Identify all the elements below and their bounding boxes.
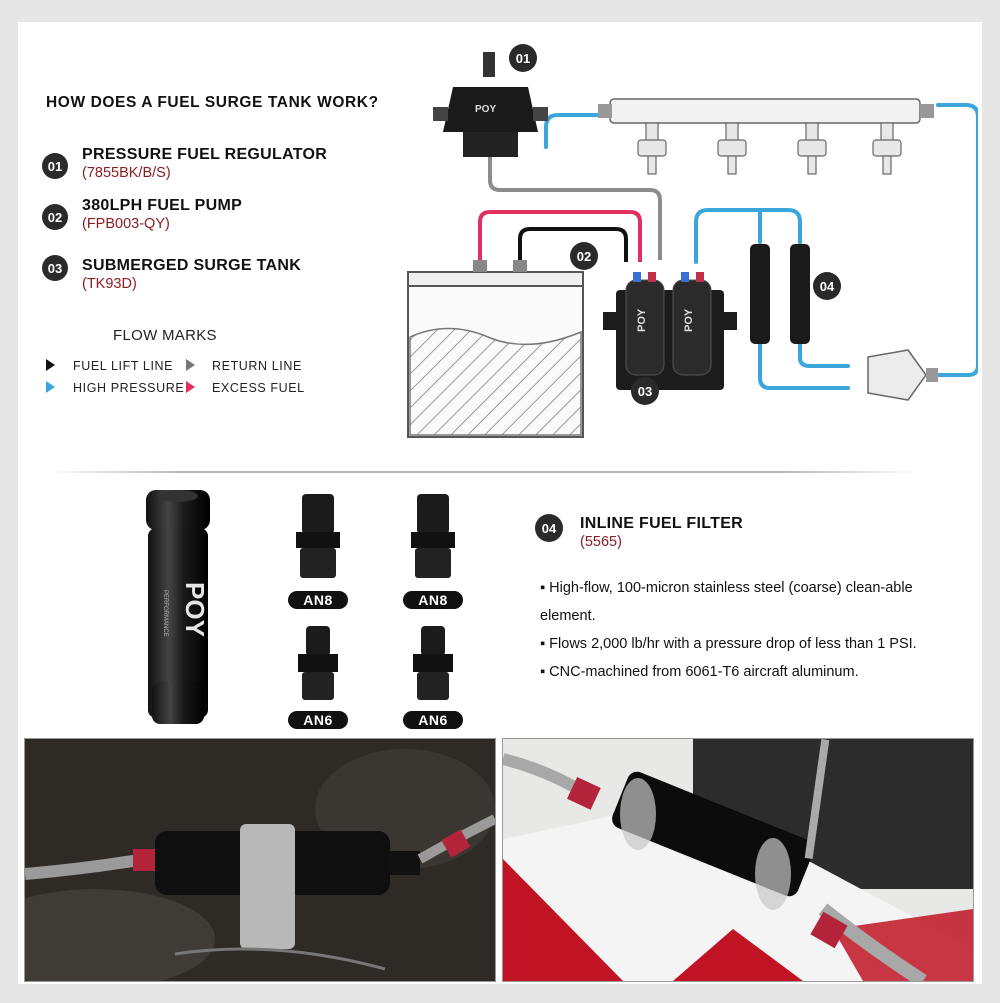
filter-brand-sub: PERFORMANCE	[162, 590, 168, 637]
filter-features: ▪ High-flow, 100-micron stainless steel …	[540, 574, 960, 686]
feature-bullet: ▪ Flows 2,000 lb/hr with a pressure drop…	[540, 636, 917, 652]
legend-lift-line: FUEL LIFT LINE	[73, 359, 174, 373]
svg-text:POY: POY	[636, 308, 648, 332]
filter-code: (5565)	[580, 534, 622, 550]
component-2: 380LPH FUEL PUMP (FPB003-QY)	[82, 197, 242, 232]
component-2-badge: 02	[42, 204, 68, 230]
component-3-code: (TK93D)	[82, 276, 137, 292]
fitting-label-2: AN8	[403, 591, 463, 609]
return-line-arrow-icon	[186, 359, 195, 371]
component-1-badge: 01	[42, 153, 68, 179]
diagram-badge-02: 02	[570, 242, 598, 270]
legend-high-pressure: HIGH PRESSURE	[73, 381, 185, 395]
section-divider	[48, 471, 918, 473]
fuel-pump-assembly: POY POY	[603, 272, 737, 390]
inline-filter-product: POY PERFORMANCE	[146, 490, 210, 724]
svg-text:POY: POY	[683, 308, 695, 332]
fitting-an6-1	[298, 626, 338, 700]
excess-fuel-arrow-icon	[186, 381, 195, 393]
fitting-label-3: AN6	[288, 711, 348, 729]
filter-heading: INLINE FUEL FILTER (5565)	[580, 515, 743, 550]
high-pressure-lines	[544, 103, 978, 390]
feature-bullet: ▪ High-flow, 100-micron stainless steel …	[540, 580, 913, 624]
component-3-badge: 03	[42, 255, 68, 281]
surge-tank	[407, 260, 584, 438]
svg-text:POY: POY	[475, 104, 496, 115]
fuel-rail	[598, 98, 934, 175]
lift-line-arrow-icon	[46, 359, 55, 371]
fitting-label-1: AN8	[288, 591, 348, 609]
install-photo-right	[502, 738, 974, 982]
filter-badge: 04	[535, 514, 563, 542]
filter-name: INLINE FUEL FILTER	[580, 515, 744, 532]
component-1-code: (7855BK/B/S)	[82, 165, 171, 181]
install-photo-left	[24, 738, 496, 982]
component-2-code: (FPB003-QY)	[82, 216, 170, 232]
distribution-block	[867, 349, 938, 401]
component-3-name: SUBMERGED SURGE TANK	[82, 257, 302, 274]
page-heading: HOW DOES A FUEL SURGE TANK WORK?	[46, 94, 379, 111]
component-2-name: 380LPH FUEL PUMP	[82, 197, 243, 214]
high-pressure-arrow-icon	[46, 381, 55, 393]
filter-brand: POY	[180, 582, 210, 637]
fuel-lift-line	[518, 227, 628, 262]
fitting-an8-2	[411, 494, 455, 578]
fitting-label-4: AN6	[403, 711, 463, 729]
legend-return-line: RETURN LINE	[212, 359, 302, 373]
return-line	[488, 157, 662, 260]
feature-bullet: ▪ CNC-machined from 6061-T6 aircraft alu…	[540, 664, 859, 680]
fitting-an8-1	[296, 494, 340, 578]
component-1-name: PRESSURE FUEL REGULATOR	[82, 146, 328, 163]
component-3: SUBMERGED SURGE TANK (TK93D)	[82, 257, 301, 292]
page: HOW DOES A FUEL SURGE TANK WORK? 01 PRES…	[18, 22, 982, 984]
excess-fuel-line	[478, 210, 642, 262]
component-1: PRESSURE FUEL REGULATOR (7855BK/B/S)	[82, 146, 327, 181]
inline-filters	[750, 244, 810, 344]
diagram-badge-04: 04	[813, 272, 841, 300]
legend-excess-fuel: EXCESS FUEL	[212, 381, 305, 395]
flow-marks-title: FLOW MARKS	[113, 327, 217, 344]
diagram-badge-01: 01	[509, 44, 537, 72]
diagram-badge-03: 03	[631, 377, 659, 405]
fitting-an6-2	[413, 626, 453, 700]
pressure-regulator: POY	[433, 52, 548, 157]
fuel-system-diagram: POY POY POY	[407, 52, 978, 438]
